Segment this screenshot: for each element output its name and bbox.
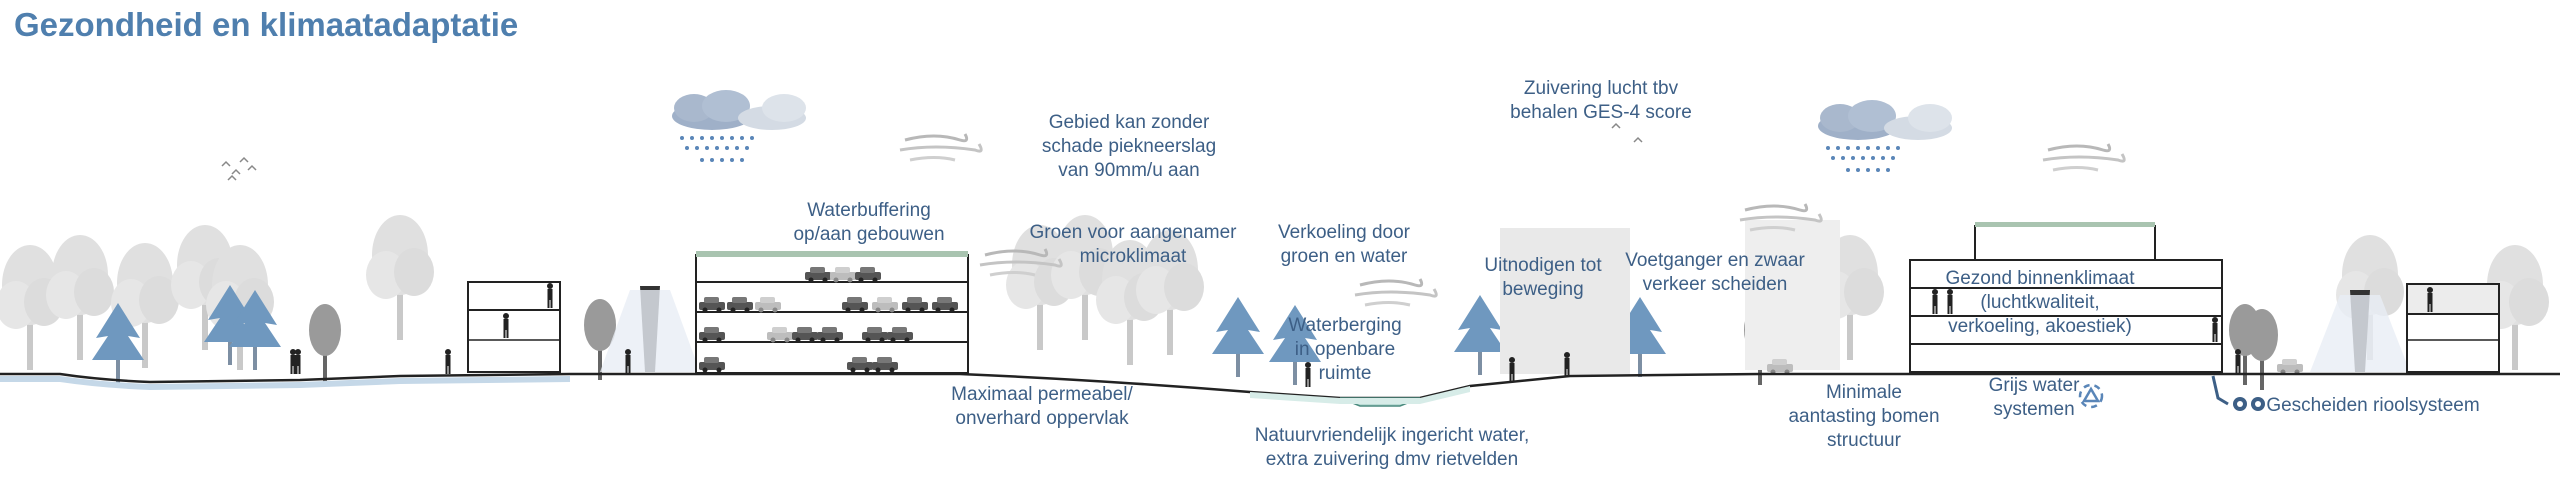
label-waterbuffering: Waterbuffering op/aan gebouwen — [793, 200, 945, 245]
label-grijswater: Grijs water systemen — [1988, 375, 2080, 420]
label-uitnodigen: Uitnodigen tot beweging — [1484, 255, 1602, 300]
label-piekneerslag: Gebied kan zonder schade piekneerslag va… — [1041, 112, 1217, 181]
apartment-building — [1909, 222, 2223, 373]
house-right — [2406, 283, 2500, 373]
street-lamp-icon — [600, 286, 700, 372]
wind-icon — [898, 132, 983, 162]
label-riool: Gescheiden rioolsysteem — [2266, 395, 2480, 416]
wind-icon — [2041, 142, 2126, 172]
label-binnenklimaat: Gezond binnenklimaat (luchtkwaliteit, ve… — [1945, 268, 2135, 337]
page-title: Gezondheid en klimaatadaptatie — [14, 6, 519, 43]
recycle-icon — [2078, 383, 2104, 409]
label-zuivering-lucht: Zuivering lucht tbv behalen GES-4 score — [1510, 78, 1692, 123]
label-microklimaat: Groen voor aangenamer microklimaat — [1029, 222, 1237, 267]
permeable-layer — [0, 376, 570, 390]
label-permeabel: Maximaal permeabel/ onverhard oppervlak — [951, 384, 1133, 429]
wind-icon — [1353, 277, 1438, 307]
sewer-pipe-icon — [2211, 375, 2265, 411]
label-voetganger: Voetganger en zwaar verkeer scheiden — [1625, 250, 1805, 295]
label-minimale: Minimale aantasting bomen structuur — [1788, 382, 1940, 451]
background-building — [1745, 220, 1840, 370]
ground-line — [0, 372, 2560, 400]
parking-garage — [695, 251, 969, 374]
street-lamp-icon — [2310, 290, 2410, 372]
background-building — [1500, 228, 1630, 374]
birds-icon — [221, 122, 1643, 181]
rain-cloud-icon — [1818, 100, 1952, 172]
label-natuurvriendelijk: Natuurvriendelijk ingericht water, extra… — [1254, 425, 1530, 470]
wetland — [1250, 386, 1470, 404]
house-left — [467, 281, 561, 373]
label-waterberging: Waterberging in openbare ruimte — [1288, 315, 1402, 384]
label-verkoeling: Verkoeling door groen en water — [1277, 222, 1411, 267]
car-icon — [2277, 359, 2303, 375]
rain-cloud-icon — [672, 90, 806, 162]
